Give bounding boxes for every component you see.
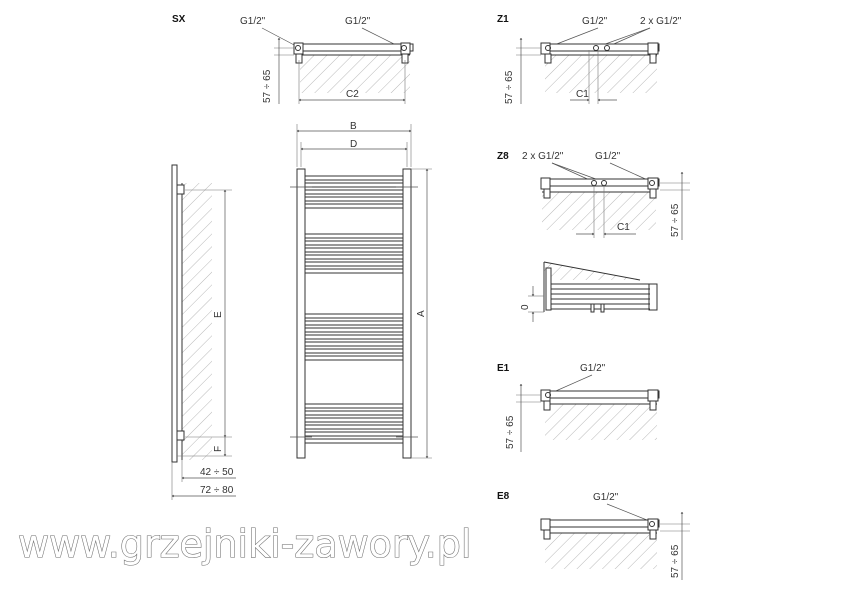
e1-wall-hatch — [545, 404, 657, 440]
e8-conn-label: G1/2" — [593, 492, 619, 503]
rung — [304, 268, 404, 274]
tilt-end-cap — [648, 283, 658, 311]
front-left-collector — [296, 168, 306, 459]
e1-height-label: 57 ÷ 65 — [505, 415, 516, 449]
sx-collector-bar — [294, 43, 414, 52]
rung — [304, 233, 404, 239]
tilt-detail: 0 — [520, 261, 658, 322]
sx-wall-hatch — [300, 55, 410, 93]
rung — [304, 240, 404, 246]
sx-conn-right-label: G1/2" — [345, 16, 371, 27]
side-wall-hatch — [182, 183, 212, 460]
rung — [304, 355, 404, 361]
front-rungs — [304, 175, 404, 444]
side-view: E F 42 ÷ 50 72 ÷ 80 — [171, 164, 236, 500]
rung — [304, 313, 404, 319]
side-mount-height-label: E — [213, 311, 224, 318]
sx-spacing-label: C2 — [346, 89, 359, 100]
e8-detail: E8 G1/2" 57 ÷ 65 — [497, 491, 690, 580]
rung — [304, 320, 404, 326]
rung — [304, 348, 404, 354]
rung — [304, 327, 404, 333]
rung — [304, 424, 404, 430]
rung — [304, 247, 404, 253]
side-bottom-offset-label: F — [213, 446, 224, 452]
side-bracket-bottom — [176, 430, 185, 441]
e8-height-label: 57 ÷ 65 — [670, 544, 681, 578]
rung — [304, 182, 404, 188]
rung — [304, 431, 404, 437]
e1-title: E1 — [497, 363, 510, 374]
watermark-text: www.grzejniki-zawory.pl — [18, 522, 471, 566]
z8-collector-bar — [540, 178, 660, 187]
rung — [304, 410, 404, 416]
sx-title: SX — [172, 14, 186, 25]
rung — [304, 403, 404, 409]
sx-conn-left-label: G1/2" — [240, 16, 266, 27]
e1-conn-label: G1/2" — [580, 363, 606, 374]
z8-height-label: 57 ÷ 65 — [670, 203, 681, 237]
e8-wall-hatch — [545, 533, 657, 569]
sx-height-label: 57 ÷ 65 — [262, 69, 273, 103]
z8-detail: Z8 2 x G1/2" G1/2" 57 ÷ 65 C1 — [497, 151, 690, 240]
z1-conn-single-label: G1/2" — [582, 16, 608, 27]
rung — [304, 438, 404, 444]
rung — [304, 334, 404, 340]
z1-wall-hatch — [545, 55, 657, 93]
e8-collector-bar — [540, 519, 660, 528]
rung — [304, 203, 404, 209]
front-width-outer-label: B — [350, 121, 357, 132]
z1-collector-bar — [540, 43, 660, 52]
side-bracket-top — [176, 184, 185, 195]
side-depth-short-label: 42 ÷ 50 — [200, 467, 234, 478]
z1-title: Z1 — [497, 14, 509, 25]
z8-conn-double-label: 2 x G1/2" — [522, 151, 564, 162]
rung — [304, 417, 404, 423]
front-view: B D A — [290, 121, 432, 458]
tilt-angle-label: 0 — [520, 304, 531, 310]
front-right-collector — [402, 168, 412, 459]
z1-spacing-label: C1 — [576, 89, 589, 100]
rung — [304, 196, 404, 202]
rung — [304, 254, 404, 260]
z8-wall-hatch — [542, 192, 656, 230]
side-depth-long-label: 72 ÷ 80 — [200, 485, 234, 496]
z1-conn-double-label: 2 x G1/2" — [640, 16, 682, 27]
rung — [304, 189, 404, 195]
front-height-label: A — [416, 310, 427, 317]
z8-conn-single-label: G1/2" — [595, 151, 621, 162]
side-heater-profile — [171, 164, 178, 463]
rung — [304, 175, 404, 181]
rung — [304, 261, 404, 267]
front-width-inner-label: D — [350, 139, 357, 150]
z1-detail: Z1 G1/2" 2 x G1/2" 57 ÷ 65 C1 — [497, 14, 682, 104]
sx-detail: SX G1/2" G1/2" 57 ÷ 65 C2 — [172, 14, 414, 104]
z1-height-label: 57 ÷ 65 — [504, 70, 515, 104]
e1-collector-bar — [540, 390, 660, 399]
tilt-wall-bracket — [545, 267, 552, 311]
e8-title: E8 — [497, 491, 510, 502]
e1-detail: E1 G1/2" 57 ÷ 65 — [497, 363, 660, 452]
z8-spacing-label: C1 — [617, 222, 630, 233]
z8-title: Z8 — [497, 151, 509, 162]
rung — [304, 341, 404, 347]
